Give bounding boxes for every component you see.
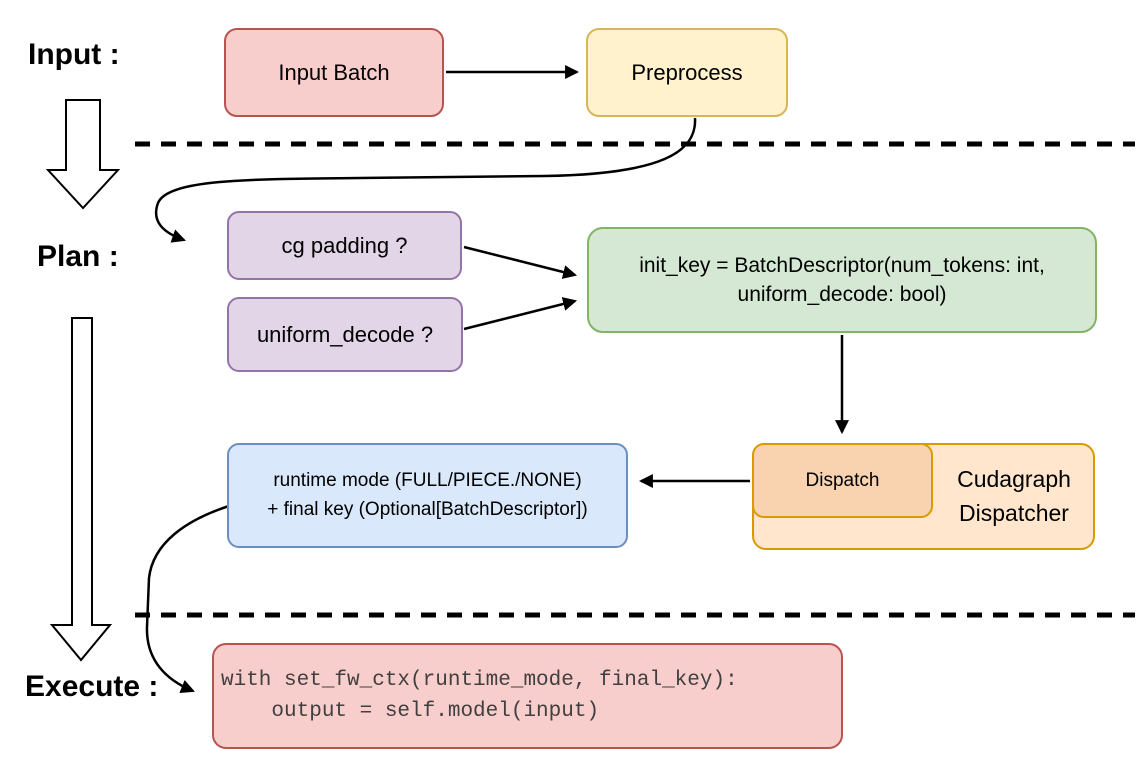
node-uniform-decode-label: uniform_decode ? <box>256 321 434 347</box>
node-dispatch-label: Dispatch <box>805 469 880 491</box>
arrow-runtimemode-to-execute <box>145 504 230 693</box>
arrow-uniformdecode-to-initkey <box>463 297 578 331</box>
node-preprocess: Preprocess <box>586 28 788 117</box>
arrow-cgpadding-to-initkey <box>463 245 578 279</box>
node-runtime-mode: runtime mode (FULL/PIECE./NONE) + final … <box>227 443 628 548</box>
node-dispatch: Dispatch <box>752 443 933 518</box>
node-init-key-line2: uniform_decode: bool) <box>737 283 947 306</box>
node-init-key-line1: init_key = BatchDescriptor(num_tokens: i… <box>639 253 1045 277</box>
node-execute-code: with set_fw_ctx(runtime_mode, final_key)… <box>212 643 843 749</box>
node-input-batch: Input Batch <box>224 28 444 117</box>
node-cg-padding: cg padding ? <box>227 211 462 280</box>
node-cg-padding-label: cg padding ? <box>281 232 408 258</box>
cudagraph-label-line1: Cudagraph <box>957 466 1071 493</box>
node-uniform-decode: uniform_decode ? <box>227 297 463 372</box>
node-runtime-mode-line1: runtime mode (FULL/PIECE./NONE) <box>273 470 582 491</box>
arrow-preprocess-to-cgpadding <box>155 117 697 243</box>
execute-code-line2: output = self.model(input) <box>221 700 600 723</box>
cudagraph-label-line2: Dispatcher <box>959 499 1069 526</box>
node-preprocess-label: Preprocess <box>631 59 743 85</box>
stage-label-execute: Execute : <box>25 670 159 703</box>
stage-label-input: Input : <box>28 38 120 71</box>
stage-label-plan: Plan : <box>37 240 119 273</box>
plan-to-execute-arrow-icon <box>49 317 113 662</box>
input-to-plan-arrow-icon <box>45 99 121 210</box>
node-cudagraph-dispatcher-label: Cudagraph Dispatcher <box>933 443 1095 550</box>
execute-code-line1: with set_fw_ctx(runtime_mode, final_key)… <box>221 668 738 692</box>
node-runtime-mode-line2: + final key (Optional[BatchDescriptor]) <box>267 498 588 520</box>
node-init-key: init_key = BatchDescriptor(num_tokens: i… <box>587 227 1097 333</box>
node-input-batch-label: Input Batch <box>278 59 390 85</box>
